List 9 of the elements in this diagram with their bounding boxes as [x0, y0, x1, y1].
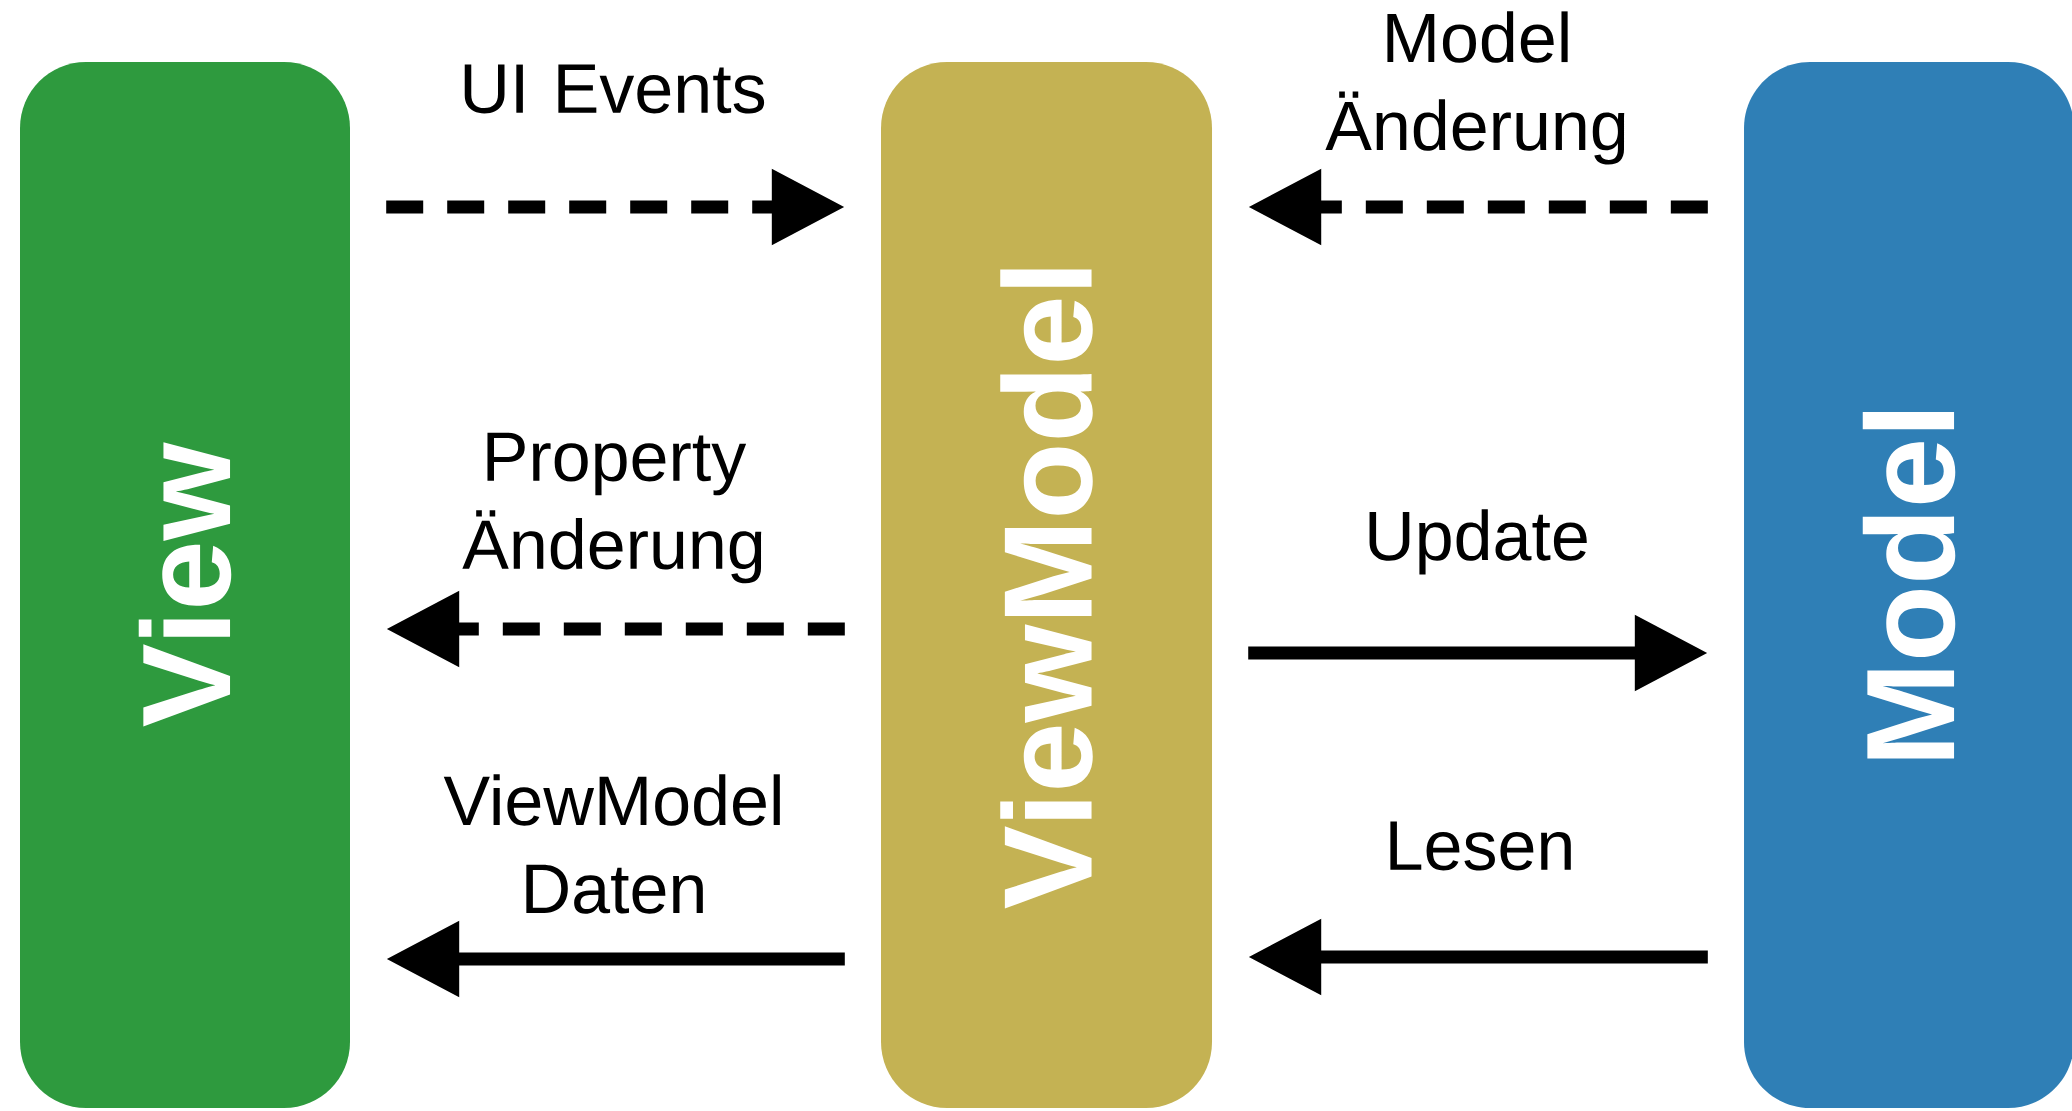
- component-box: View: [20, 62, 350, 1108]
- edge-label: Lesen: [1390, 821, 1571, 871]
- component-box: Model: [1744, 62, 2072, 1108]
- edge-label: Model Änderung: [1325, 11, 1625, 165]
- component-box: ViewModel: [881, 62, 1212, 1108]
- edge-label: Update: [1369, 509, 1587, 575]
- edge-label: UI Events: [464, 64, 765, 114]
- edge-label: Property Änderung: [462, 432, 762, 584]
- edge-label: ViewModel Daten: [443, 774, 780, 914]
